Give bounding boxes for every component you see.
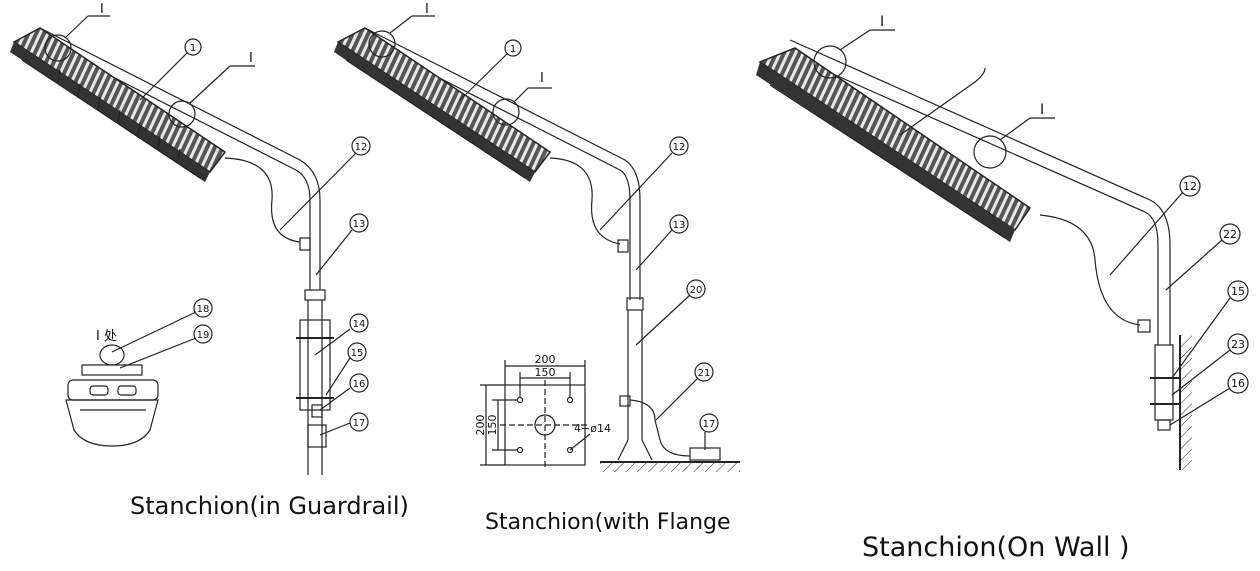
detail-marker-label: I <box>249 51 253 66</box>
callout-number: 12 <box>673 142 686 153</box>
caption-flange: Stanchion(with Flange <box>485 510 731 535</box>
callout-number: 15 <box>1231 285 1245 298</box>
dim-outer-left: 200 <box>474 415 487 436</box>
dim-inner-left: 150 <box>486 415 499 436</box>
dim-outer-top: 200 <box>535 353 556 366</box>
wall-diagram: I I 12 22 15 23 16 <box>756 14 1249 470</box>
lamp-fixture <box>334 27 552 182</box>
callout-number: 12 <box>355 142 368 153</box>
flange-diagram: I I 1 12 13 20 21 17 <box>334 2 740 472</box>
caption-wall: Stanchion(On Wall ) <box>862 532 1130 563</box>
callout-number: 14 <box>353 319 366 330</box>
detail-marker-label: I <box>100 2 104 17</box>
callout-number: 18 <box>197 304 210 315</box>
callout-number: 15 <box>351 348 364 359</box>
detail-marker-label: I <box>880 14 884 30</box>
callout-number: 13 <box>353 219 366 230</box>
callout-number: 16 <box>353 379 366 390</box>
lamp-fixture <box>756 47 1032 242</box>
callout-number: 21 <box>698 368 711 379</box>
callout-number: 22 <box>1223 228 1237 241</box>
callout-number: 20 <box>690 285 703 296</box>
detail-view-label: I 处 <box>96 329 117 344</box>
callout-number: 12 <box>1183 180 1197 193</box>
callout-number: 17 <box>353 418 366 429</box>
guardrail-diagram: I I 1 12 13 14 15 16 17 I 处 <box>10 2 371 475</box>
dim-holes: 4−ø14 <box>574 422 611 435</box>
callout-number: 16 <box>1231 377 1245 390</box>
callout-number: 23 <box>1231 338 1245 351</box>
detail-marker-label: I <box>425 2 429 17</box>
callout-number: 19 <box>197 330 210 341</box>
caption-guardrail: Stanchion(in Guardrail) <box>130 492 409 520</box>
flange-plate-drawing: 200 150 200 150 4−ø14 <box>474 353 611 470</box>
callout-number: 17 <box>703 419 716 430</box>
detail-view-I: I 处 18 19 <box>65 298 213 447</box>
detail-marker-label: I <box>1040 102 1044 118</box>
callout-number: 1 <box>190 43 196 54</box>
lamp-fixture <box>10 27 227 182</box>
detail-marker-label: I <box>540 71 544 86</box>
callout-number: 13 <box>673 220 686 231</box>
dim-inner-top: 150 <box>535 366 556 379</box>
callout-number: 1 <box>510 44 516 55</box>
